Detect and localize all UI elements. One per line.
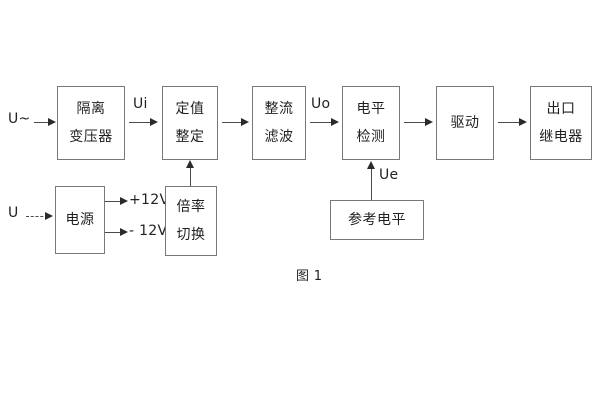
block-multiplier-switch-line1: 倍率	[176, 199, 206, 215]
block-power-supply[interactable]: 电源	[55, 186, 105, 254]
figure-caption: 图 1	[296, 269, 323, 284]
block-multiplier-switch[interactable]: 倍率 切换	[165, 186, 217, 256]
block-setting-value-line1: 定值	[175, 101, 205, 117]
ui-connector-line	[129, 122, 153, 123]
drive-to-relay-arrowhead-icon	[519, 117, 527, 126]
block-rectify-filter-line2: 滤波	[264, 129, 294, 145]
drive-to-relay-line	[498, 122, 522, 123]
block-isolation-transformer-line1: 隔离	[76, 101, 106, 117]
block-output-relay[interactable]: 出口 继电器	[530, 86, 592, 160]
block-power-supply-line1: 电源	[65, 212, 95, 228]
dc-input-arrowhead-icon	[45, 211, 53, 220]
multiplier-to-setting-arrowhead-icon	[186, 160, 194, 168]
reference-to-level-line	[371, 165, 372, 200]
minus-12v-line	[105, 232, 123, 233]
block-rectify-filter-line1: 整流	[264, 101, 294, 117]
ac-input-arrowhead-icon	[48, 117, 56, 126]
block-drive[interactable]: 驱动	[436, 86, 494, 160]
uo-signal-label: Uo	[311, 96, 331, 112]
block-setting-value[interactable]: 定值 整定	[162, 86, 218, 160]
uo-arrowhead-icon	[331, 117, 339, 126]
block-reference-level-line1: 参考电平	[348, 212, 406, 228]
ue-signal-label: Ue	[379, 167, 399, 183]
ui-signal-label: Ui	[133, 96, 148, 112]
block-setting-value-line2: 整定	[175, 129, 205, 145]
block-rectify-filter[interactable]: 整流 滤波	[252, 86, 306, 160]
multiplier-to-setting-line	[190, 163, 191, 186]
dc-input-dashed-line	[26, 216, 48, 217]
plus-12v-line	[105, 201, 123, 202]
block-level-detection[interactable]: 电平 检测	[342, 86, 400, 160]
setting-to-rectify-arrowhead-icon	[241, 117, 249, 126]
block-output-relay-line2: 继电器	[539, 129, 583, 145]
block-reference-level[interactable]: 参考电平	[330, 200, 424, 240]
ui-arrowhead-icon	[150, 117, 158, 126]
block-level-detection-line1: 电平	[356, 101, 386, 117]
block-multiplier-switch-line2: 切换	[176, 227, 206, 243]
uo-connector-line	[310, 122, 334, 123]
block-isolation-transformer[interactable]: 隔离 变压器	[57, 86, 125, 160]
block-output-relay-line1: 出口	[546, 101, 576, 117]
plus-12v-label: +12V	[129, 192, 170, 208]
reference-to-level-arrowhead-icon	[367, 161, 375, 169]
block-drive-line1: 驱动	[450, 115, 480, 131]
setting-to-rectify-line	[222, 122, 244, 123]
block-isolation-transformer-line2: 变压器	[69, 129, 113, 145]
plus-12v-arrowhead-icon	[120, 196, 128, 205]
ac-input-line	[34, 122, 54, 123]
minus-12v-arrowhead-icon	[120, 227, 128, 236]
block-level-detection-line2: 检测	[356, 129, 386, 145]
ac-input-label: U~	[8, 111, 31, 127]
minus-12v-label: - 12V	[129, 223, 168, 239]
level-to-drive-arrowhead-icon	[425, 117, 433, 126]
dc-input-label: U	[8, 205, 19, 221]
level-to-drive-line	[404, 122, 428, 123]
